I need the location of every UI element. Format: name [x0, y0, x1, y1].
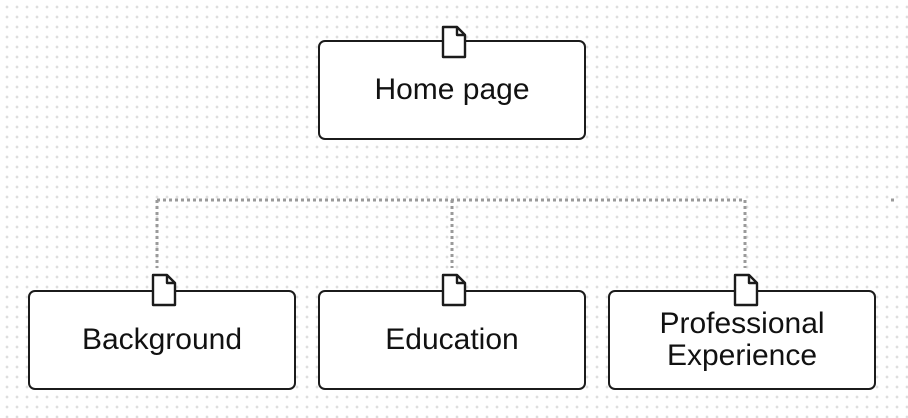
node-label-professional-experience: Professional Experience [659, 307, 825, 372]
node-background[interactable]: Background [28, 290, 296, 390]
node-label-background: Background [81, 323, 243, 356]
node-label-home-page: Home page [374, 73, 530, 106]
page-icon [441, 25, 467, 59]
page-icon [441, 273, 467, 307]
page-icon [151, 273, 177, 307]
page-icon [733, 273, 759, 307]
node-label-education: Education [385, 323, 519, 356]
